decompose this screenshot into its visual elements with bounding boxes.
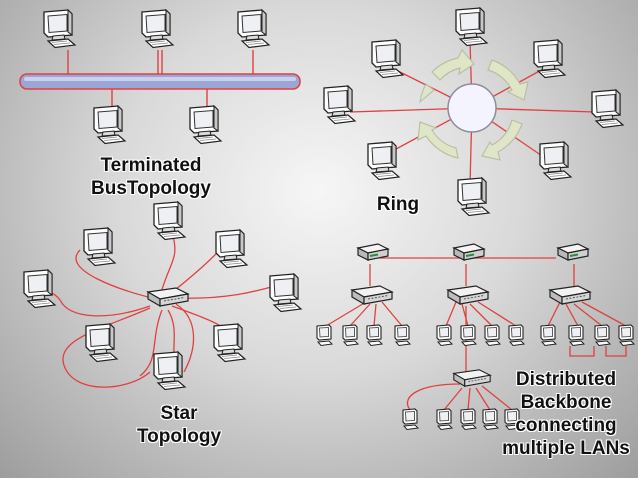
lan2-computer: [484, 324, 501, 347]
lan4-computer: [402, 408, 419, 431]
bus-computer-1: [43, 9, 76, 49]
ring-computer-3: [591, 89, 624, 129]
lan3-computer: [540, 324, 557, 347]
ring-computer-4: [539, 141, 572, 181]
backbone-label-line-3: connecting: [515, 415, 617, 436]
bus-computer-4: [93, 105, 126, 145]
star-computer-3: [215, 229, 248, 269]
ring-computer-1: [455, 7, 488, 47]
ring-computer-5: [457, 177, 490, 217]
star-computer-6: [85, 323, 118, 363]
lan2-switch: [447, 285, 489, 305]
star-computer-5: [269, 273, 302, 313]
bus-topology-label: Terminated BusTopology: [80, 154, 222, 200]
backbone-label-line-2: Backbone: [520, 392, 612, 413]
ring-computer-2: [533, 39, 566, 79]
bus-computer-5: [189, 105, 222, 145]
bus-label-line-2: BusTopology: [91, 178, 211, 199]
backbone-label: Distributed Backbone connecting multiple…: [494, 368, 638, 460]
lan1-computer: [366, 324, 383, 347]
ring-label: Ring: [376, 194, 420, 215]
backbone-router-3: [557, 243, 589, 261]
lan2-computer: [460, 324, 477, 347]
bus-backbone-bar: [19, 73, 301, 90]
star-computer-1: [153, 201, 186, 241]
lan3-computer: [594, 324, 611, 347]
lan3-computer: [568, 324, 585, 347]
star-computer-7: [213, 323, 246, 363]
lan1-computer: [394, 324, 411, 347]
backbone-label-line-1: Distributed: [515, 369, 617, 390]
lan1-computer: [316, 324, 333, 347]
lan1-computer: [342, 324, 359, 347]
lan3-switch: [549, 285, 591, 305]
star-computer-4: [23, 269, 56, 309]
lan4-computer: [436, 408, 453, 431]
lan2-computer: [436, 324, 453, 347]
lan1-switch: [351, 285, 393, 305]
ring-center-hub: [447, 83, 497, 133]
ring-topology: [323, 7, 624, 217]
bus-drop-cables: [67, 50, 254, 108]
bus-computer-2: [141, 9, 174, 49]
backbone-label-line-4: multiple LANs: [502, 438, 630, 459]
star-label-line-1: Star: [160, 403, 198, 424]
star-topology: [23, 201, 302, 391]
star-computer-2: [83, 227, 116, 267]
distributed-backbone: [316, 243, 635, 431]
ring-computer-7: [323, 85, 356, 125]
ring-topology-label: Ring: [366, 193, 430, 216]
lan2-computer: [508, 324, 525, 347]
ring-computer-6: [367, 141, 400, 181]
star-computer-8: [153, 351, 186, 391]
ring-arrows: [417, 48, 529, 161]
ring-computer-8: [371, 39, 404, 79]
star-label-line-2: Topology: [136, 426, 222, 447]
lan4-computer: [460, 408, 477, 431]
bus-topology: [19, 9, 301, 145]
star-central-hub: [147, 287, 189, 307]
star-topology-label: Star Topology: [124, 402, 234, 448]
lan3-computer: [618, 324, 635, 347]
bus-computer-3: [237, 9, 270, 49]
bus-label-line-1: Terminated: [100, 155, 202, 176]
